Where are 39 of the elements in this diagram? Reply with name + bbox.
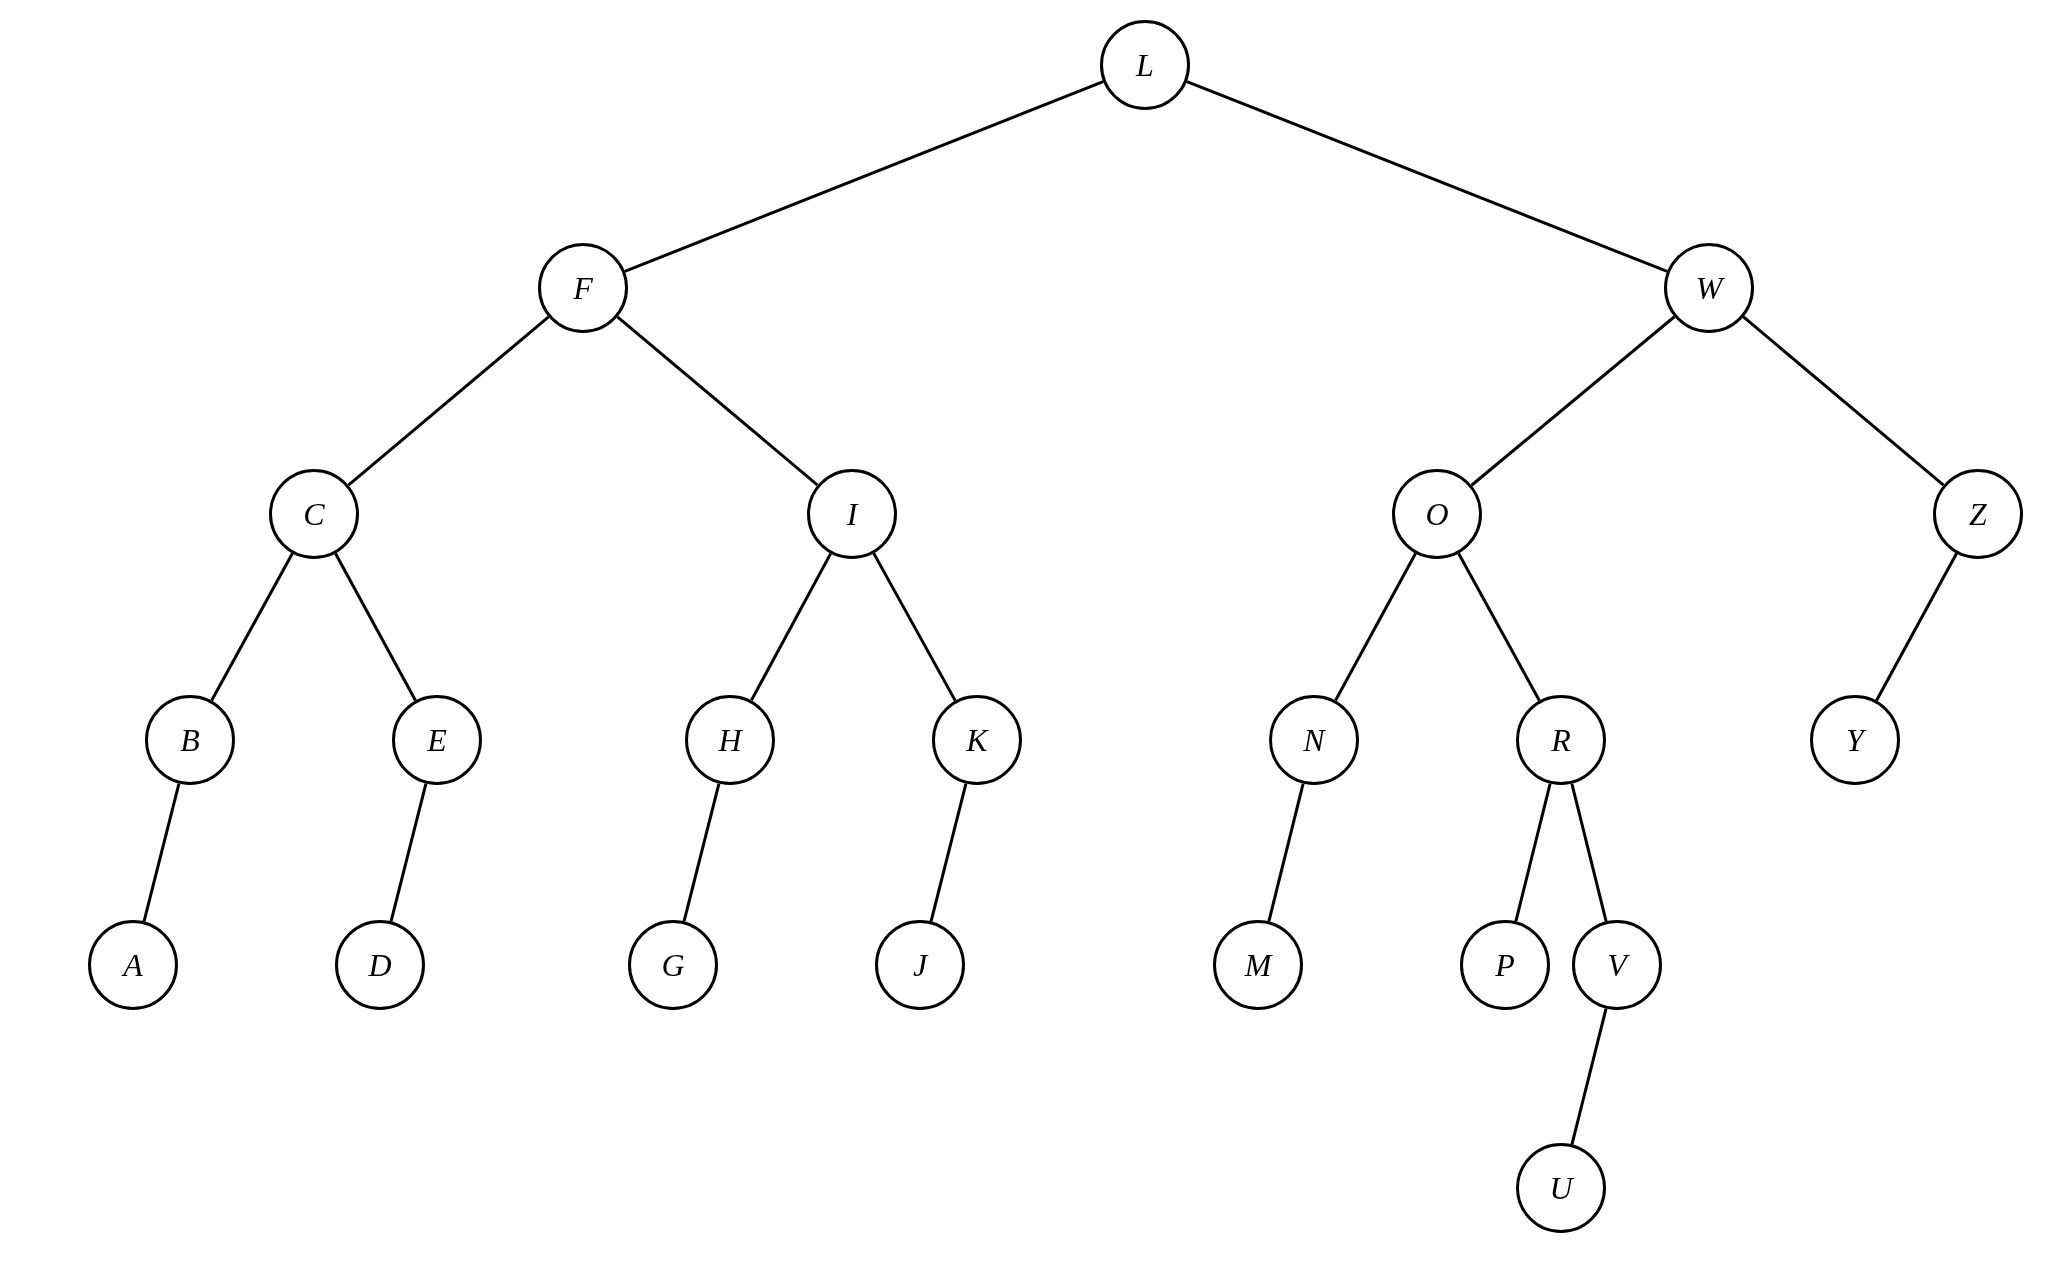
node-letter: W	[1695, 272, 1723, 304]
node-letter: L	[1136, 49, 1154, 81]
tree-edge	[142, 783, 181, 922]
node-letter: E	[427, 724, 447, 756]
tree-edge	[1470, 315, 1676, 487]
tree-edge	[616, 315, 819, 487]
node-letter: G	[661, 949, 685, 981]
tree-edge	[872, 552, 957, 702]
node-letter: M	[1244, 949, 1272, 981]
tree-edge	[389, 783, 428, 922]
node-letter: H	[718, 724, 742, 756]
tree-edge	[1267, 783, 1305, 922]
tree-edge	[1742, 315, 1945, 487]
tree-edge	[682, 783, 721, 922]
node-letter: A	[123, 949, 143, 981]
tree-edge	[334, 552, 417, 702]
node-letter: I	[846, 498, 858, 530]
tree-edge	[1570, 1008, 1608, 1145]
node-letter: O	[1425, 498, 1449, 530]
node-letter: P	[1495, 949, 1515, 981]
node-letter: N	[1303, 724, 1325, 756]
tree-edge	[347, 315, 550, 487]
node-letter: U	[1549, 1172, 1573, 1204]
node-letter: R	[1551, 724, 1571, 756]
node-letter: C	[303, 498, 325, 530]
tree-edge	[1514, 783, 1552, 922]
tree-edge	[1457, 552, 1541, 702]
tree-edge	[929, 783, 968, 922]
tree-edge	[750, 552, 832, 702]
node-letter: F	[573, 272, 593, 304]
node-letter: J	[912, 949, 928, 981]
node-letter: Z	[1969, 498, 1987, 530]
tree-edge	[1334, 552, 1417, 702]
node-letter: B	[180, 724, 200, 756]
tree-edge	[210, 552, 294, 702]
tree-edge	[1570, 783, 1608, 922]
node-letter: K	[966, 724, 988, 756]
node-letter: D	[368, 949, 392, 981]
tree-edge	[1875, 552, 1958, 702]
